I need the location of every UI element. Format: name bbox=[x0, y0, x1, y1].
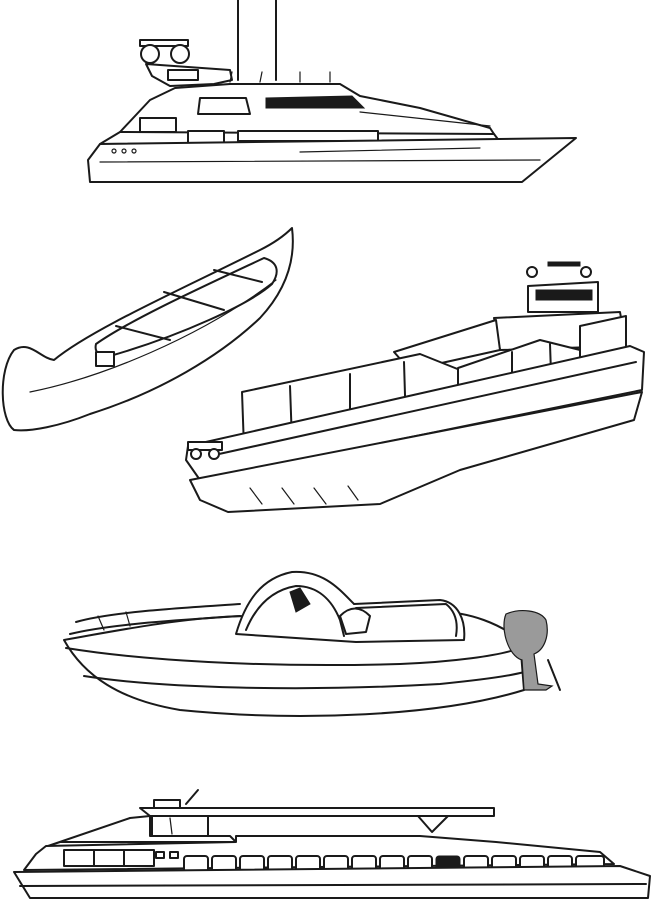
yacht-icon bbox=[87, 0, 577, 183]
ferry-icon bbox=[13, 789, 651, 899]
canoe-icon bbox=[1, 227, 294, 432]
barge-icon bbox=[185, 261, 645, 513]
speedboat-icon bbox=[63, 570, 561, 717]
